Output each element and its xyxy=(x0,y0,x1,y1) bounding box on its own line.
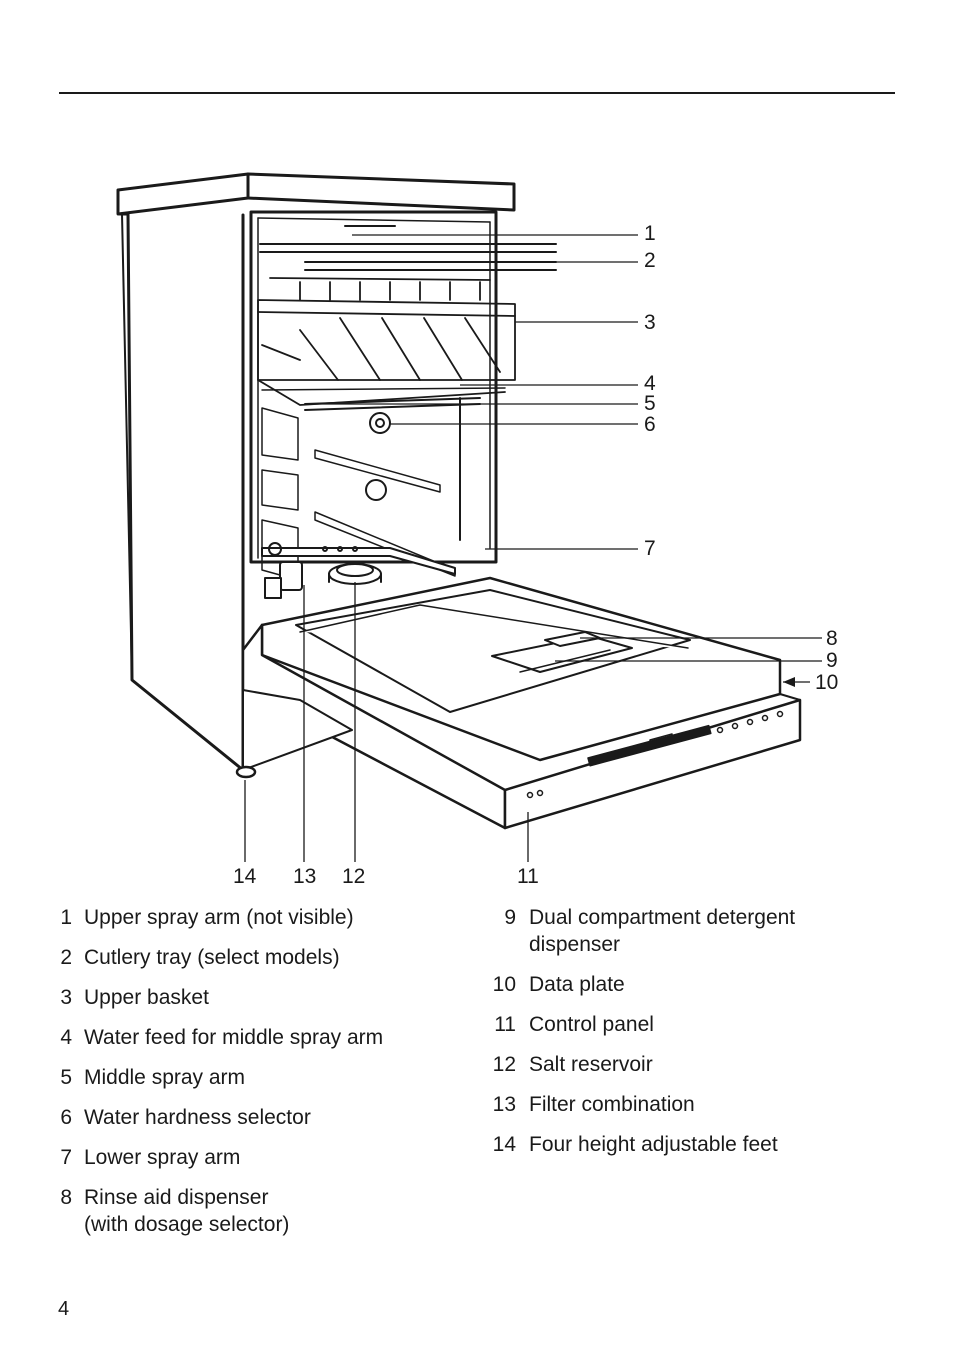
legend-text: Data plate xyxy=(529,973,625,996)
salt-reservoir xyxy=(328,563,382,585)
legend-item: 2 Cutlery tray (select models) xyxy=(55,944,435,971)
legend-text: Middle spray arm xyxy=(84,1066,246,1089)
upper-basket xyxy=(257,277,516,406)
callout-8: 8 xyxy=(826,627,838,650)
legend-number: 2 xyxy=(60,946,72,969)
legend-text: Lower spray arm xyxy=(84,1146,241,1169)
data-plate-arrow xyxy=(783,677,795,687)
legend-text: Upper basket xyxy=(84,986,209,1009)
callout-7: 7 xyxy=(644,537,656,560)
legend-item: 12 Salt reservoir xyxy=(486,1051,886,1078)
top-rule xyxy=(59,92,895,94)
open-door xyxy=(241,576,802,830)
legend-number: 4 xyxy=(60,1026,72,1049)
legend-left-column: 1 Upper spray arm (not visible) 2 Cutlery t… xyxy=(55,904,435,1251)
legend-number: 7 xyxy=(60,1146,72,1169)
filter-combination xyxy=(264,561,303,599)
legend-number: 6 xyxy=(60,1106,72,1129)
worktop xyxy=(116,172,516,216)
legend-item: 8 Rinse aid dispenser(with dosage selecto… xyxy=(55,1184,435,1238)
legend-item: 5 Middle spray arm xyxy=(55,1064,435,1091)
legend-number: 1 xyxy=(60,906,72,929)
legend-number: 14 xyxy=(492,1133,516,1156)
middle-spray-arm xyxy=(304,397,481,541)
legend-number: 11 xyxy=(494,1013,516,1036)
callout-1: 1 xyxy=(644,222,656,245)
legend-number: 9 xyxy=(504,906,516,929)
legend-item: 13 Filter combination xyxy=(486,1091,886,1118)
callout-6: 6 xyxy=(644,413,656,436)
callout-10: 10 xyxy=(815,671,838,694)
legend-item: 3 Upper basket xyxy=(55,984,435,1011)
legend-item: 7 Lower spray arm xyxy=(55,1144,435,1171)
callout-3: 3 xyxy=(644,311,656,334)
legend-item: 14 Four height adjustable feet xyxy=(486,1131,886,1158)
water-hardness-selector xyxy=(365,412,391,501)
legend-text: Salt reservoir xyxy=(529,1053,653,1076)
callout-2: 2 xyxy=(644,249,656,272)
legend-number: 5 xyxy=(60,1066,72,1089)
legend-item: 4 Water feed for middle spray arm xyxy=(55,1024,435,1051)
legend-text: Control panel xyxy=(529,1013,654,1036)
legend-item: 1 Upper spray arm (not visible) xyxy=(55,904,435,931)
cabinet-feet xyxy=(235,689,353,779)
legend-item: 10 Data plate xyxy=(486,971,886,998)
callout-4: 4 xyxy=(644,372,656,395)
legend-text: Water hardness selector xyxy=(84,1106,311,1129)
cabinet-side xyxy=(118,212,245,772)
dishwasher-diagram: 1 2 3 4 5 6 7 8 9 10 11 12 13 14 xyxy=(116,172,838,888)
legend-item: 11 Control panel xyxy=(486,1011,886,1038)
callout-11: 11 xyxy=(517,865,539,888)
legend-number: 10 xyxy=(492,973,516,996)
callout-12: 12 xyxy=(342,865,365,888)
legend-text: Water feed for middle spray arm xyxy=(84,1026,384,1049)
legend-text: Filter combination xyxy=(529,1093,695,1116)
control-panel xyxy=(526,710,784,799)
legend-number: 8 xyxy=(60,1186,72,1209)
callout-9: 9 xyxy=(826,649,838,672)
callout-13: 13 xyxy=(293,865,316,888)
callout-14: 14 xyxy=(233,865,257,888)
legend-text: Four height adjustable feet xyxy=(529,1133,778,1156)
legend-number: 13 xyxy=(492,1093,516,1116)
legend-number: 3 xyxy=(60,986,72,1009)
callout-labels: 1 2 3 4 5 6 7 8 9 10 11 12 13 14 xyxy=(233,222,838,888)
leader-lines xyxy=(244,234,822,862)
callout-5: 5 xyxy=(644,392,656,415)
legend-text: Cutlery tray (select models) xyxy=(84,946,340,969)
legend-text: Rinse aid dispenser(with dosage selector… xyxy=(84,1186,290,1236)
legend-item: 6 Water hardness selector xyxy=(55,1104,435,1131)
legend-text: Upper spray arm (not visible) xyxy=(84,906,354,929)
legend-number: 12 xyxy=(492,1053,516,1076)
lower-spray-arm xyxy=(261,542,456,575)
page-number: 4 xyxy=(58,1298,70,1320)
